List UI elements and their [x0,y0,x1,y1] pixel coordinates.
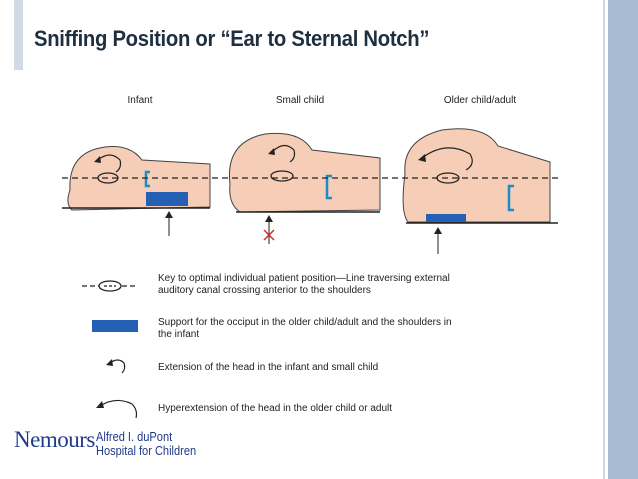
patient-diagrams [62,128,562,254]
older-child-body [402,128,551,223]
positioning-figure: Infant Small child Older child/adult [50,92,580,422]
right-accent-line [603,0,605,479]
small-child-body [228,132,381,213]
column-label-infant: Infant [127,95,153,106]
legend-icon-support-block [92,320,138,332]
older-child-diagram [402,128,558,254]
legend-text-hyperextension: Hyperextension of the head in the older … [158,403,393,414]
nemours-wordmark: Nemours [14,427,95,452]
older-child-sternal-bracket [507,184,514,212]
legend-text-extension: Extension of the head in the infant and … [158,362,379,373]
legend-icon-small-arrow [106,359,126,374]
column-label-older-child: Older child/adult [443,95,517,106]
left-accent-bar [14,0,23,70]
small-child-extension-arrow [271,144,296,163]
infant-pressure-arrow [165,211,173,218]
slide-title: Sniffing Position or “Ear to Sternal Not… [34,26,430,51]
hospital-name: Alfred I. duPont Hospital for Children [96,430,196,458]
right-accent-bar [608,0,638,479]
infant-diagram [62,146,211,236]
older-child-hyperextension-arrow [421,147,473,171]
legend-text-key-line: Key to optimal individual patient positi… [158,273,450,296]
infant-support-block [146,192,188,206]
older-child-support-block [426,214,466,222]
nemours-logo: Nemours. [14,427,98,453]
legend-icon-dashed-line [82,280,136,292]
small-child-no-support-x [263,229,275,241]
infant-sternal-bracket [144,170,150,188]
legend-icon-large-arrow [96,399,138,419]
hospital-line-1: Alfred I. duPont [96,429,173,444]
nemours-dot-icon: . [94,436,99,451]
column-label-small-child: Small child [275,95,325,106]
infant-body [67,146,211,211]
hospital-line-2: Hospital for Children [96,443,197,458]
small-child-ear-oval [270,170,294,182]
small-child-sternal-bracket [325,174,332,200]
legend-text-support: Support for the occiput in the older chi… [158,317,452,340]
small-child-diagram [228,132,381,244]
infant-extension-arrow [97,154,122,173]
